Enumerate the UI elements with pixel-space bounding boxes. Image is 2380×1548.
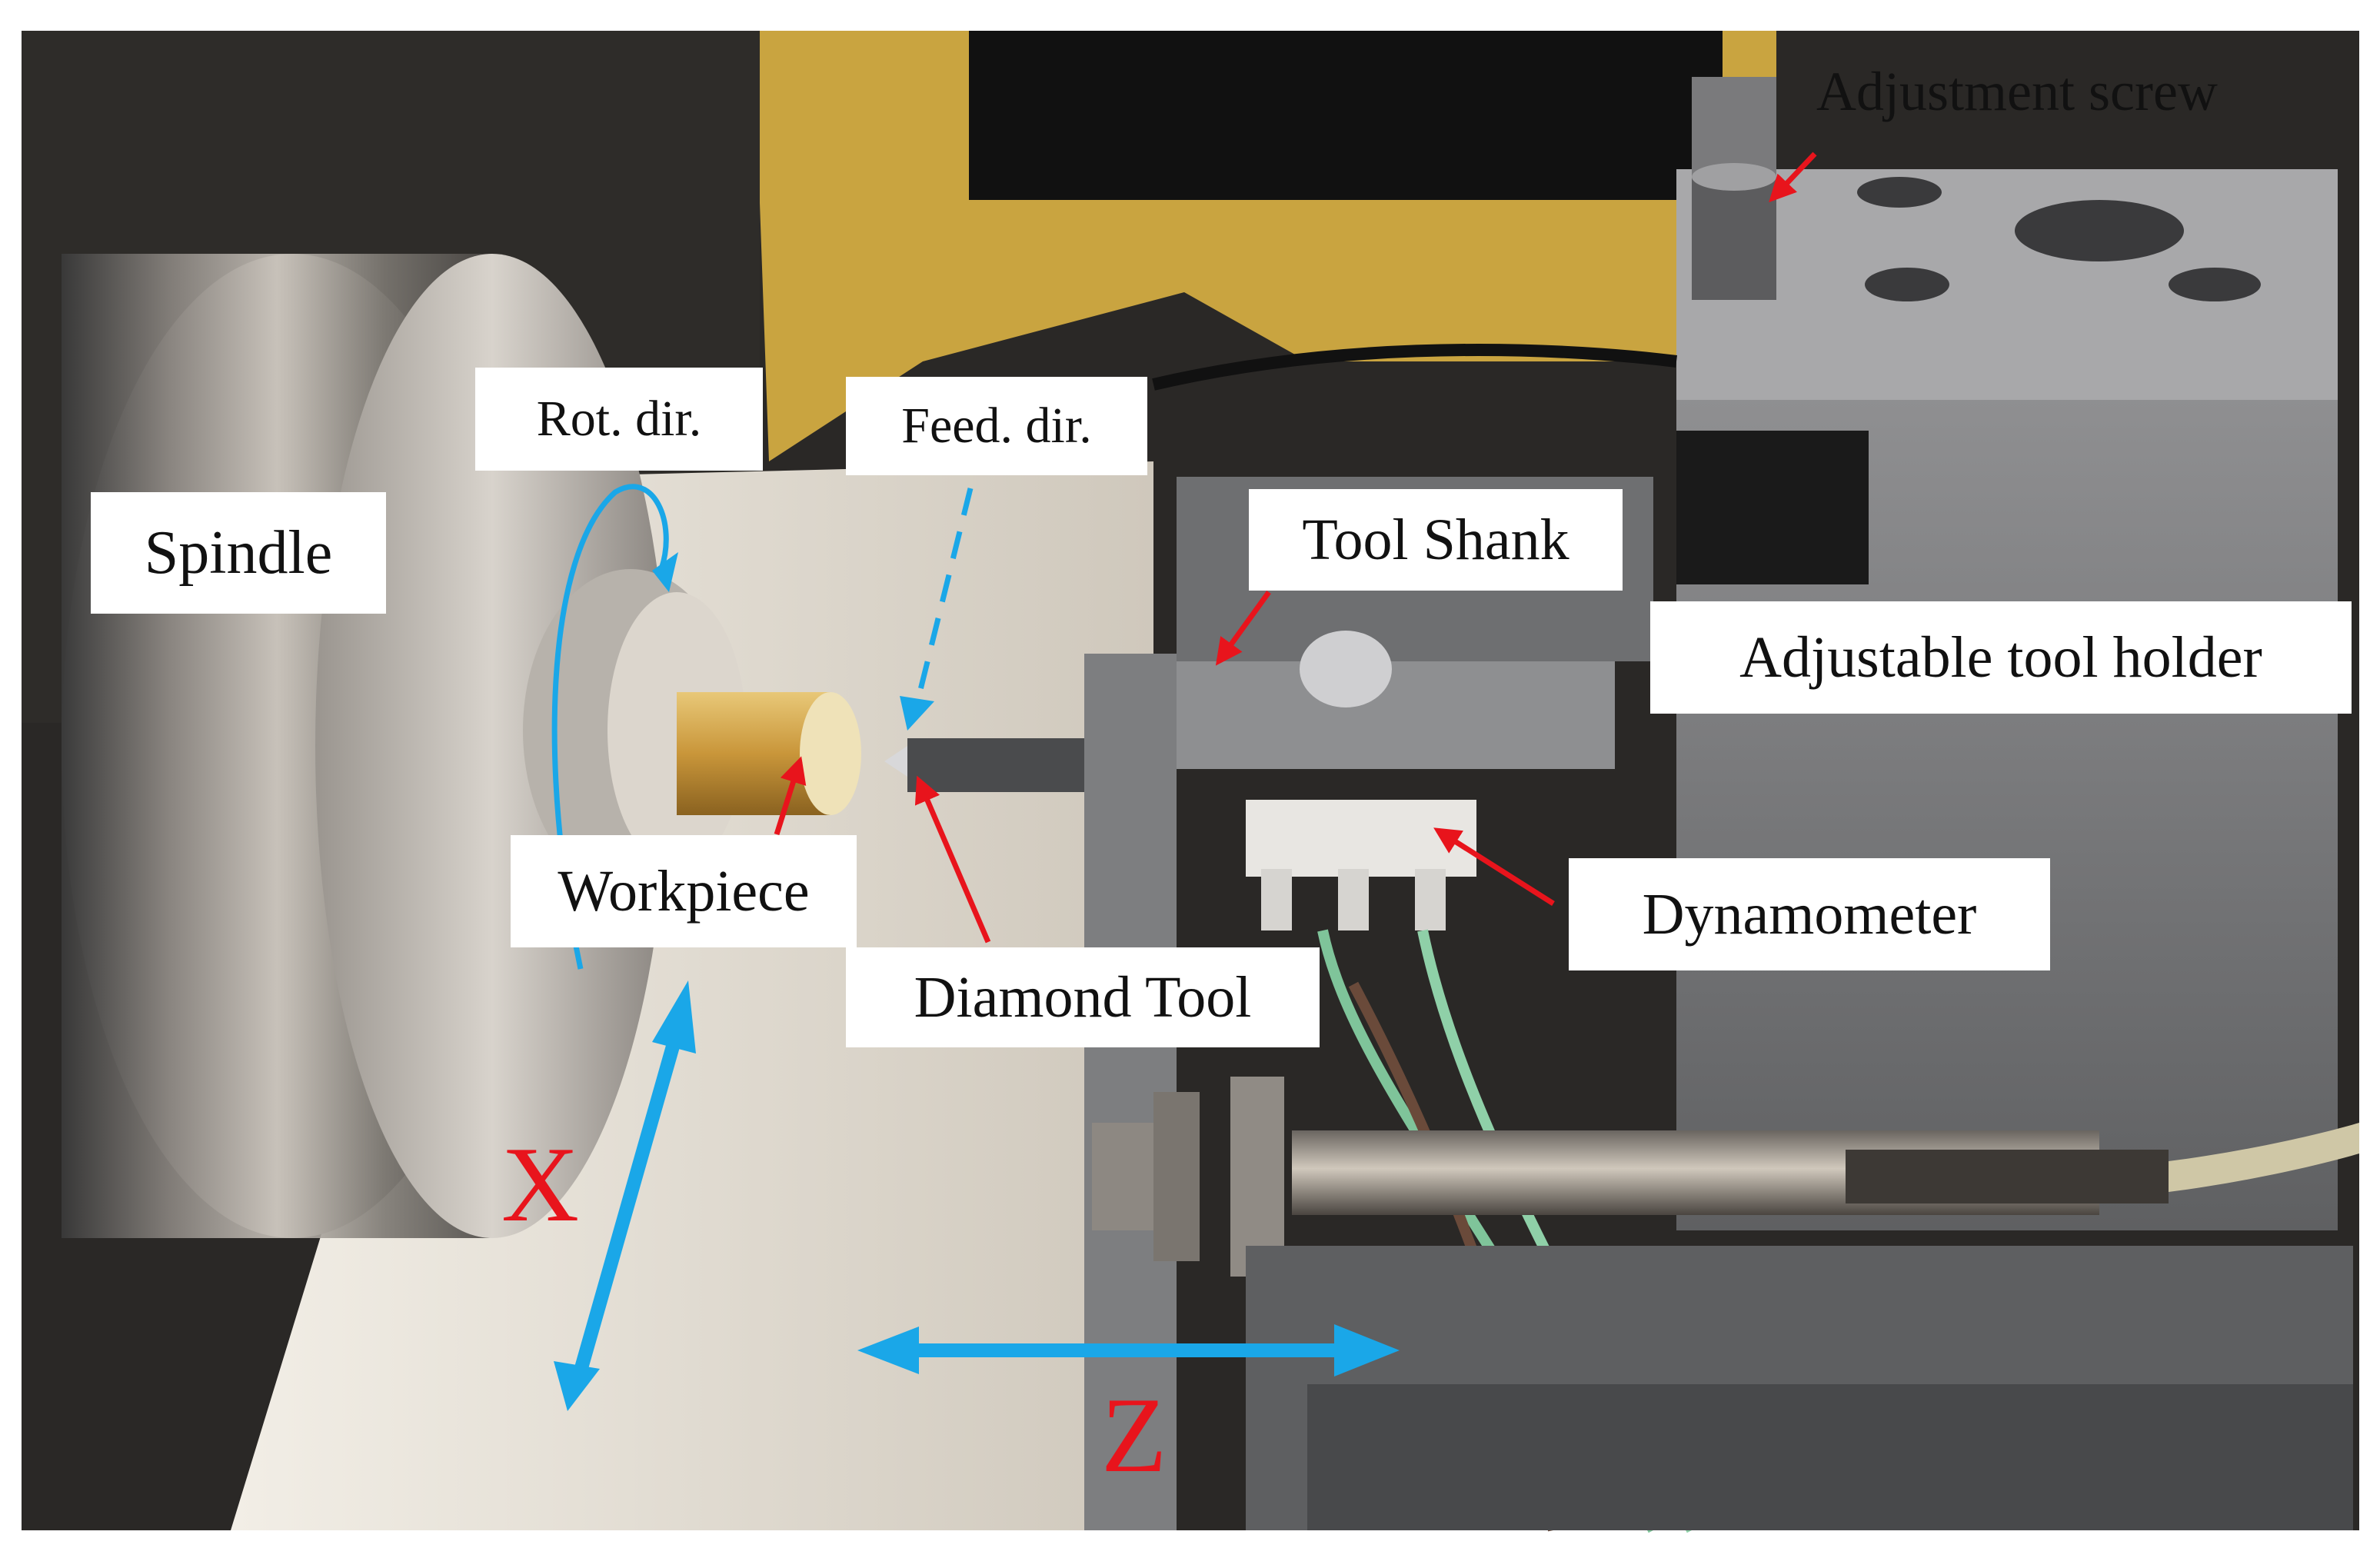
dynamometer-body: [1246, 800, 1476, 877]
label-rot-dir: Rot. dir.: [475, 368, 763, 471]
label-diamond-tool: Diamond Tool: [846, 947, 1320, 1047]
label-feed-dir: Feed. dir.: [846, 377, 1147, 475]
label-workpiece: Workpiece: [511, 835, 857, 947]
x-axis-arrow: [570, 1036, 682, 1387]
label-dynamometer: Dynamometer: [1569, 858, 2050, 970]
pointer-workpiece: [774, 756, 807, 836]
pointer-dynamometer: [1433, 827, 1555, 906]
label-adjustment-screw: Adjustment screw: [1816, 61, 2218, 122]
rotation-direction-arrow: [551, 484, 669, 970]
machine-base: [231, 461, 1153, 1530]
workpiece-face: [800, 692, 861, 815]
spindle-face: [315, 254, 669, 1238]
guard-window: [969, 31, 1723, 200]
label-spindle: Spindle: [91, 492, 386, 614]
adjustment-screw: [1692, 177, 1776, 300]
label-tool-shank: Tool Shank: [1249, 489, 1623, 591]
diamond-tool-body: [907, 738, 1084, 792]
rotation-arrowhead: [652, 552, 678, 592]
pointer-diamond-tool: [914, 775, 991, 944]
diamond-tool-tip: [884, 746, 907, 777]
axis-label-x: X: [501, 1125, 580, 1244]
feed-direction-arrow: [916, 488, 974, 697]
pointer-tool-shank: [1215, 590, 1271, 666]
pointer-adjustment-screw: [1769, 151, 1817, 203]
label-adjustable-tool-holder: Adjustable tool holder: [1650, 601, 2352, 714]
axis-label-z: Z: [1101, 1376, 1167, 1495]
